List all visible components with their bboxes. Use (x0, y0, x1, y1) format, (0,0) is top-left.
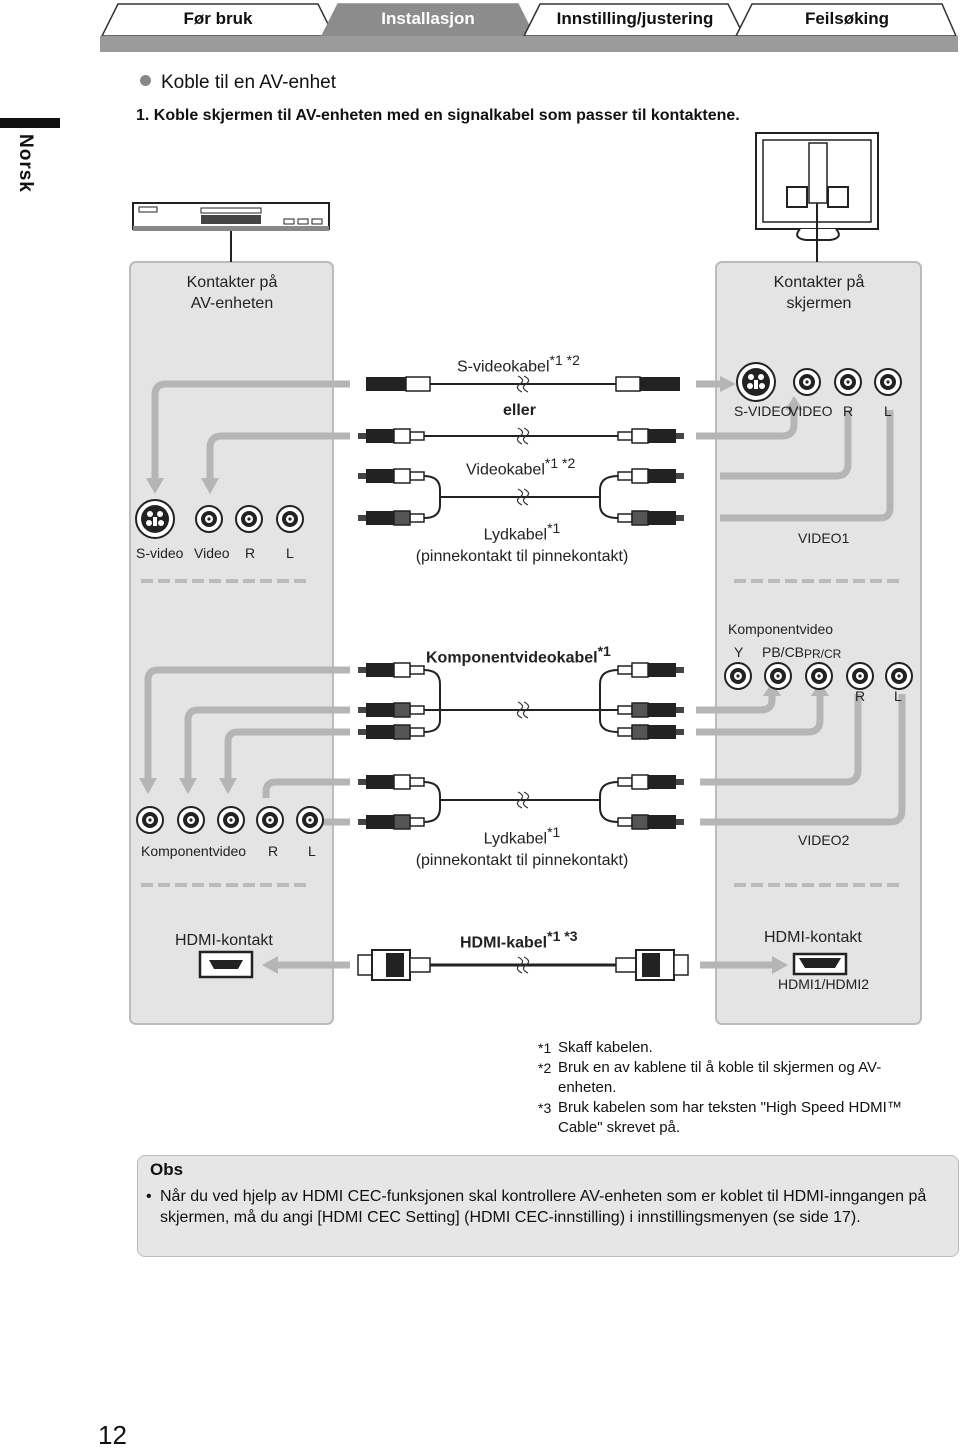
footnote-3-mark: *3 (538, 1100, 552, 1116)
or-label: eller (503, 402, 536, 419)
av-panel-title-line2: AV-enheten (190, 295, 274, 312)
routing-wires (144, 380, 906, 969)
monitor-panel-title-line2: skjermen (786, 295, 852, 312)
audio-cable-2-text: Lydkabel (483, 830, 548, 848)
separators (141, 579, 901, 887)
note-box: Obs • Når du ved hjelp av HDMI CEC-funks… (137, 1155, 959, 1257)
component-cable-marks: *1 (597, 643, 611, 659)
monitor-group-video2: VIDEO2 (798, 832, 850, 848)
av-audio2-l: L (308, 843, 316, 859)
monitor-jack-label-l: L (884, 403, 892, 419)
monitor-comp-pr: PR/CR (804, 647, 842, 661)
side-marker (0, 118, 60, 128)
audio-cable-2-sub: (pinnekontakt til pinnekontakt) (415, 852, 629, 870)
footnote-2-text: Bruk en av kablene til å koble til skjer… (558, 1059, 882, 1096)
monitor-group-video1: VIDEO1 (798, 530, 850, 546)
footnote-1-mark: *1 (538, 1040, 552, 1056)
hdmi-cable-label: HDMI-kabel*1 *3 (460, 928, 577, 952)
tab-settings[interactable]: Innstilling/justering (556, 9, 714, 28)
av-jack-label-l: L (286, 545, 294, 561)
svideo-cable-text: S-videokabel (457, 358, 550, 376)
audio-cable-1-marks: *1 (547, 520, 561, 536)
arrowheads (139, 376, 829, 974)
av-jack-label-r: R (245, 545, 256, 561)
monitor-panel-title: Kontakter på skjermen (724, 272, 914, 314)
av-jack-label-svideo: S-video (136, 545, 184, 561)
audio-cable-1-sub: (pinnekontakt til pinnekontakt) (415, 548, 629, 566)
audio-cable-2-marks: *1 (547, 824, 561, 840)
svideo-cable-marks: *1 *2 (549, 352, 580, 368)
tab-installation[interactable]: Installasjon (381, 9, 475, 28)
audio-cable-1 (357, 468, 685, 526)
footnote-1: *1 Skaff kabelen. (538, 1038, 928, 1058)
monitor-hdmi-ports: HDMI1/HDMI2 (778, 976, 870, 992)
hdmi-cable (357, 949, 689, 981)
heading-text: Koble til en AV-enhet (161, 72, 336, 93)
section-heading: Koble til en AV-enhet (140, 72, 336, 94)
tab-before-use[interactable]: Før bruk (183, 9, 253, 28)
monitor-component-label: Komponentvideo (728, 621, 834, 637)
component-cable-text: Komponentvideokabel (426, 649, 598, 667)
svideo-cable-label: S-videokabel*1 *2 (457, 352, 580, 376)
av-device-panel (129, 261, 334, 1025)
video-cable-label: Videokabel*1 *2 (466, 455, 575, 479)
footnote-2-mark: *2 (538, 1060, 552, 1076)
audio-cable-1-label: Lydkabel*1 (pinnekontakt til pinnekontak… (380, 517, 664, 568)
svideo-cable (366, 375, 680, 393)
monitor-audio2-r: R (855, 688, 866, 704)
video-cable-text: Videokabel (466, 461, 545, 479)
monitor-icon (755, 132, 879, 262)
monitor-comp-y: Y (734, 644, 744, 660)
monitor-audio2-l: L (894, 688, 902, 704)
note-bullet: • (146, 1188, 152, 1205)
monitor-hdmi-port-icon (792, 952, 848, 976)
audio-cable-2-label: Lydkabel*1 (pinnekontakt til pinnekontak… (380, 821, 664, 872)
footnotes: *1 Skaff kabelen. *2 Bruk en av kablene ti… (538, 1038, 928, 1138)
monitor-jack-label-svideo: S-VIDEO (734, 403, 792, 419)
bullet-icon (140, 75, 151, 86)
tab-underline-bar (100, 36, 958, 52)
language-label: Norsk (15, 134, 36, 193)
footnote-2: *2 Bruk en av kablene til å koble til skj… (538, 1058, 928, 1098)
av-device-icon (132, 202, 330, 262)
av-hdmi-label: HDMI-kontakt (175, 932, 273, 949)
tab-troubleshooting[interactable]: Feilsøking (804, 9, 890, 28)
monitor-hdmi-label: HDMI-kontakt (764, 929, 862, 946)
component-cable (357, 662, 685, 740)
monitor-jack-label-r: R (843, 403, 854, 419)
footnote-3: *3 Bruk kabelen som har teksten "High Spe… (538, 1098, 928, 1138)
monitor-jack-label-video: VIDEO (789, 403, 833, 419)
hdmi-cable-text: HDMI-kabel (460, 934, 548, 952)
page-number: 12 (98, 1420, 127, 1450)
audio-cable-1-text: Lydkabel (483, 526, 548, 544)
note-title: Obs (150, 1160, 184, 1179)
av-component-label: Komponentvideo (141, 843, 247, 859)
video-cable-marks: *1 *2 (544, 455, 576, 471)
note-body: • Når du ved hjelp av HDMI CEC-funksjone… (146, 1186, 946, 1228)
component-cable-label: Komponentvideokabel*1 (426, 643, 611, 667)
av-hdmi-port-icon (198, 950, 254, 979)
av-panel-title: Kontakter på AV-enheten (140, 272, 324, 314)
step-instruction: 1. Koble skjermen til AV-enheten med en … (136, 107, 740, 124)
av-panel-title-line1: Kontakter på (186, 274, 278, 291)
note-text: Når du ved hjelp av HDMI CEC-funksjonen … (160, 1188, 927, 1226)
hdmi-cable-marks: *1 *3 (547, 928, 578, 944)
monitor-panel (715, 261, 922, 1025)
monitor-panel-title-line1: Kontakter på (773, 274, 865, 291)
video-cable (357, 427, 685, 445)
footnote-1-text: Skaff kabelen. (558, 1039, 653, 1056)
av-audio2-r: R (268, 843, 279, 859)
audio-cable-2 (357, 774, 685, 830)
av-jack-label-video: Video (194, 545, 230, 561)
monitor-comp-pb: PB/CB (762, 644, 805, 660)
footnote-3-text: Bruk kabelen som har teksten "High Speed… (558, 1099, 902, 1136)
